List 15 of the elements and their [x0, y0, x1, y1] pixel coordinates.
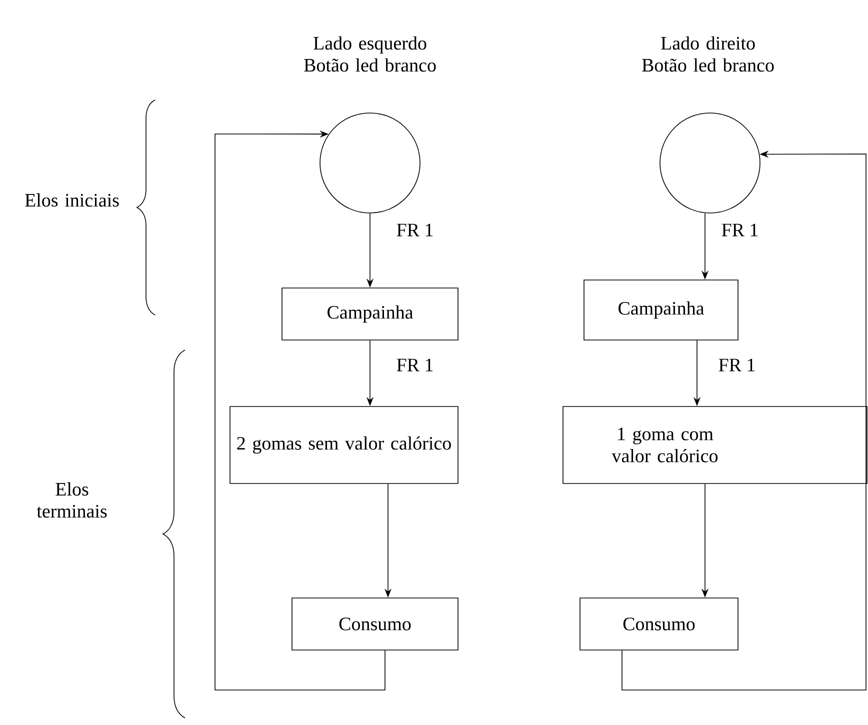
box: Campainha	[584, 280, 738, 340]
box: Campainha	[282, 288, 458, 340]
box: Consumo	[292, 598, 458, 650]
group-label: Elos iniciais	[25, 193, 119, 207]
edge-label: FR 1	[720, 222, 760, 238]
edge-label: FR 1	[395, 222, 435, 238]
heading: Lado esquerdo Botão led branco	[304, 36, 436, 72]
edge-label: FR 1	[395, 358, 435, 372]
arrow	[214, 130, 386, 690]
edge-label: FR 1	[717, 358, 757, 372]
group-label: Elos terminais	[36, 482, 107, 518]
box: 1 goma com valor calórico	[562, 406, 868, 484]
heading: Lado direito Botão led branco	[642, 36, 774, 72]
box: 2 gomas sem valor calórico	[230, 406, 458, 484]
box: Consumo	[580, 598, 738, 650]
